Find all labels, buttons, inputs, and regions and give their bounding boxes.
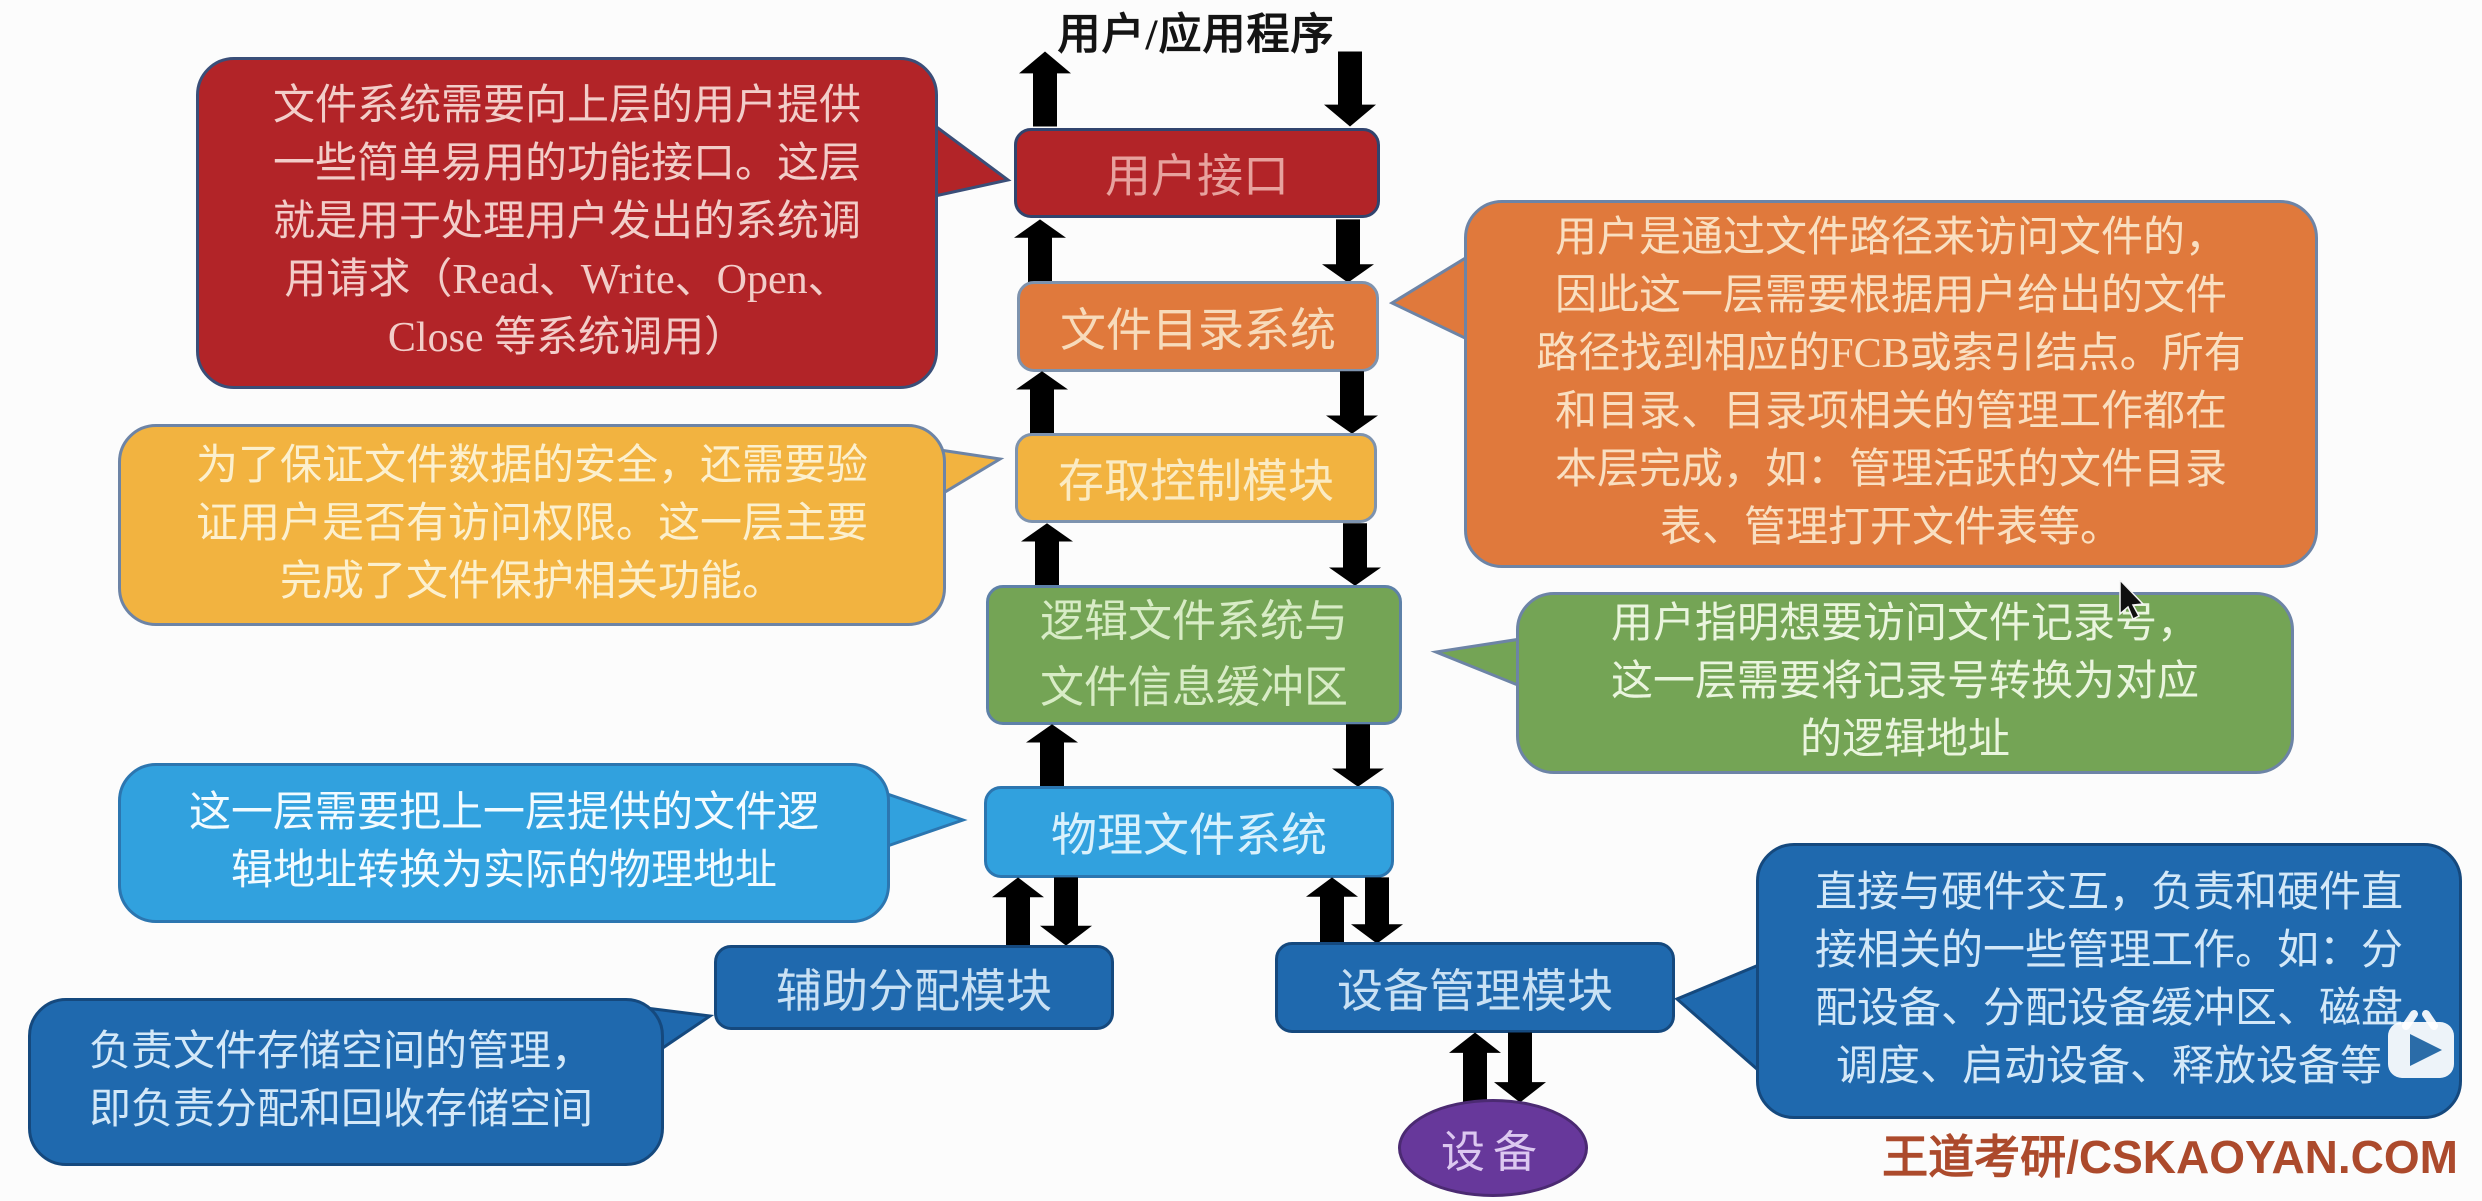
callout-physical-fs-note: 这一层需要把上一层提供的文件逻 辑地址转换为实际的物理地址 <box>118 763 890 923</box>
callout-access-control-note: 为了保证文件数据的安全，还需要验 证用户是否有访问权限。这一层主要 完成了文件保… <box>118 424 946 626</box>
arrow-down-icon <box>1324 370 1380 435</box>
layer-box-logical-file-system: 逻辑文件系统与 文件信息缓冲区 <box>986 585 1402 725</box>
layer-box-user-interface: 用户接口 <box>1014 128 1380 218</box>
arrow-down-icon <box>1320 218 1376 284</box>
play-icon <box>2388 1010 2454 1078</box>
arrow-down-icon <box>1330 723 1386 788</box>
device-ellipse: 设备 <box>1398 1099 1588 1197</box>
arrow-down-icon <box>1327 522 1383 587</box>
arrow-down-icon <box>1349 876 1405 945</box>
arrow-up-icon <box>1017 50 1073 128</box>
layer-box-device-management: 设备管理模块 <box>1275 942 1675 1033</box>
arrow-up-icon <box>1024 723 1080 788</box>
layer-box-physical-file-system: 物理文件系统 <box>984 786 1394 878</box>
layer-box-aux-allocation: 辅助分配模块 <box>714 945 1114 1030</box>
diagram-title: 用户/应用程序 <box>1057 12 1335 59</box>
arrow-up-icon <box>1014 370 1070 435</box>
callout-device-mgmt-note: 直接与硬件交互，负责和硬件直 接相关的一些管理工作。如：分 配设备、分配设备缓冲… <box>1756 843 2462 1119</box>
callout-logical-fs-note: 用户指明想要访问文件记录号， 这一层需要将记录号转换为对应 的逻辑地址 <box>1516 592 2294 774</box>
callout-aux-alloc-note: 负责文件存储空间的管理， 即负责分配和回收存储空间 <box>28 998 664 1166</box>
mouse-arrow-cursor <box>2119 580 2145 621</box>
callout-user-interface-note: 文件系统需要向上层的用户提供 一些简单易用的功能接口。这层 就是用于处理用户发出… <box>196 57 938 389</box>
arrow-down-icon <box>1038 876 1094 947</box>
arrow-up-icon <box>1012 218 1068 284</box>
layer-box-file-directory-system: 文件目录系统 <box>1017 281 1379 372</box>
layer-box-access-control: 存取控制模块 <box>1015 433 1377 523</box>
callout-file-directory-note: 用户是通过文件路径来访问文件的， 因此这一层需要根据用户给出的文件 路径找到相应… <box>1464 200 2318 568</box>
watermark-text: 王道考研/CSKAOYAN.COM <box>1882 1131 2458 1183</box>
arrow-up-icon <box>1019 522 1075 587</box>
arrow-down-icon <box>1322 50 1378 128</box>
arrow-down-icon <box>1492 1031 1548 1104</box>
